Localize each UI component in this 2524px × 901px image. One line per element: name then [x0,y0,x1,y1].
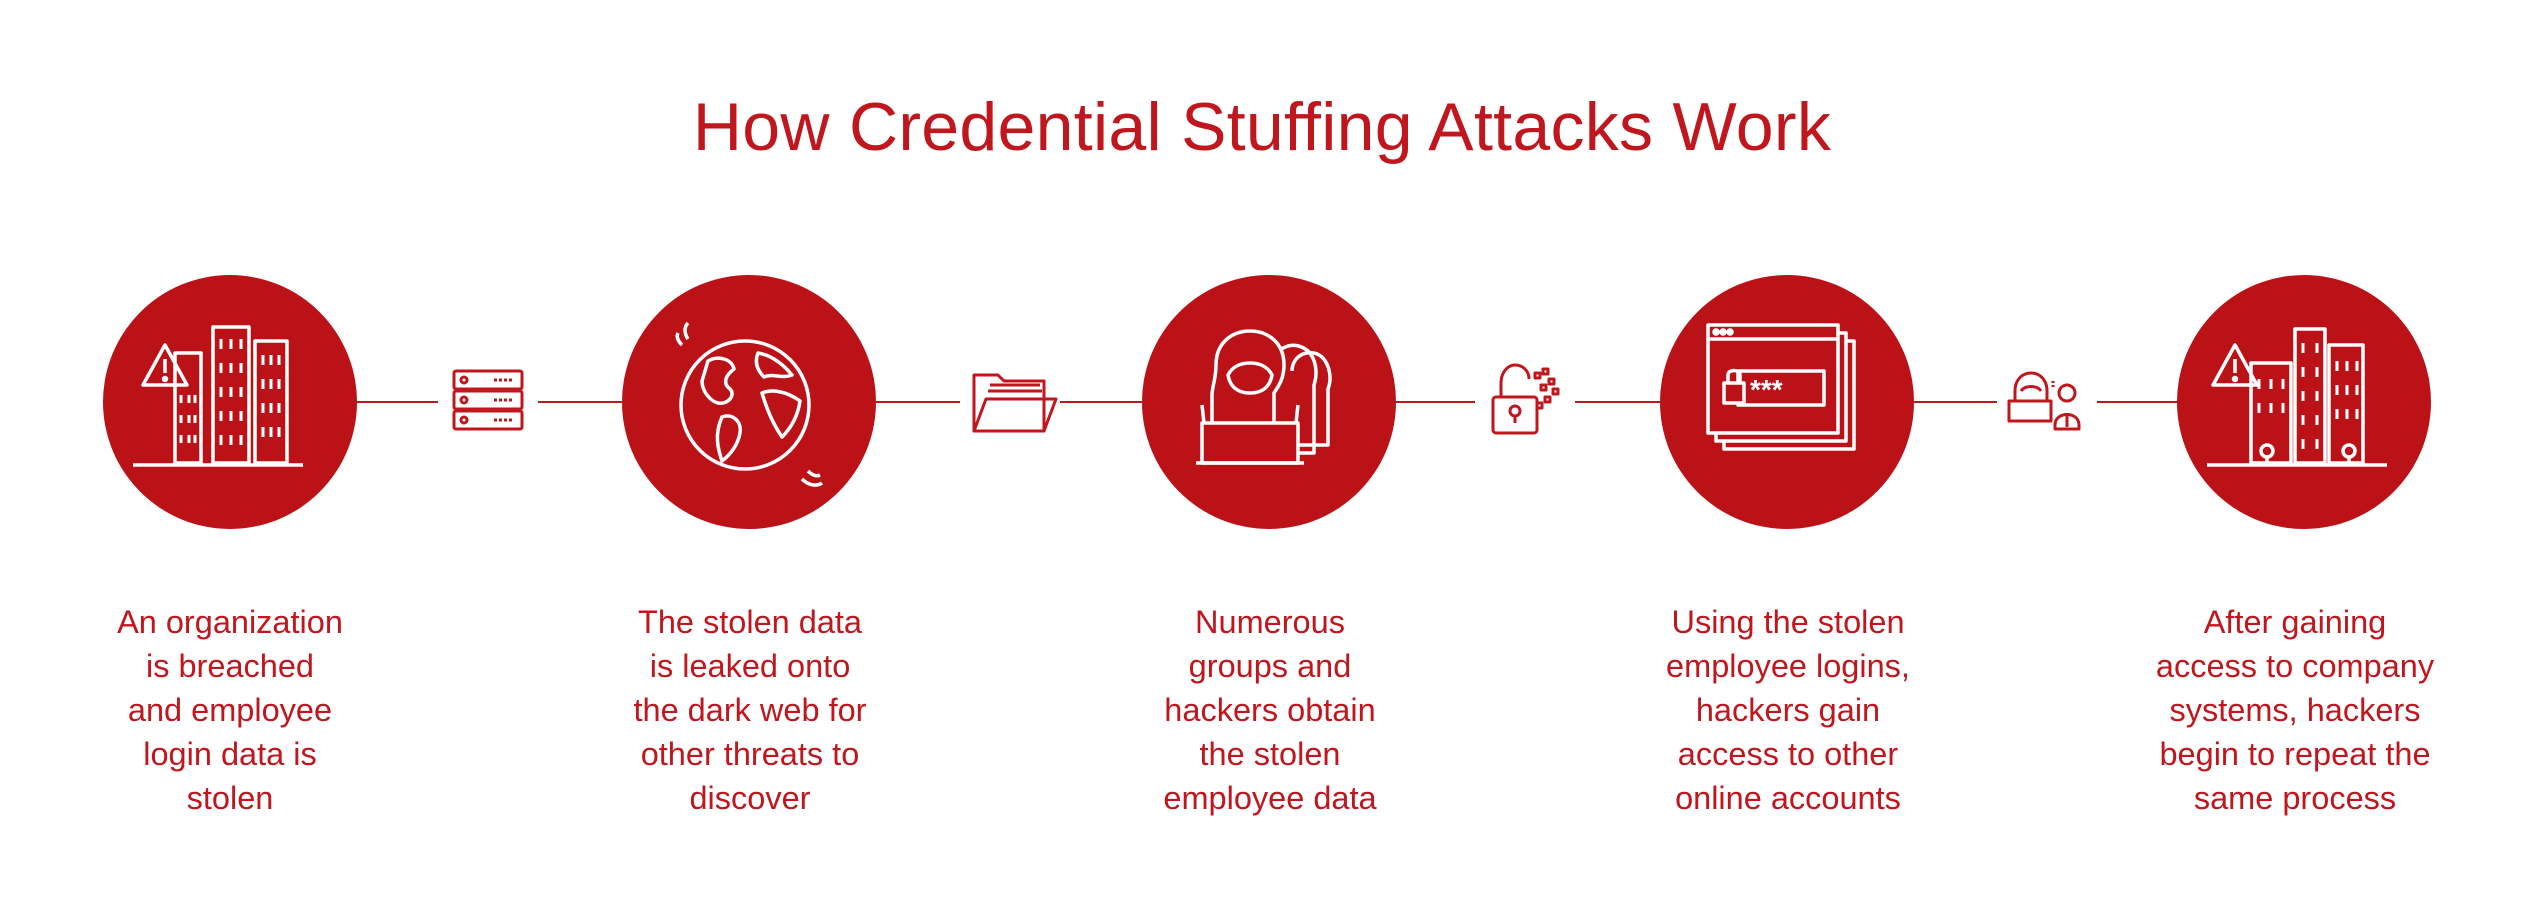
step-1-line-3: and employee [127,692,333,728]
password-window-icon: *** [1706,323,1856,451]
step-4-description: Using the stolen employee logins, hacker… [1628,600,1948,820]
step-1-description: An organization is breached and employee… [70,600,390,820]
step-5-line-4: begin to repeat the [2159,736,2431,772]
step-3-line-4: the stolen [1199,736,1341,772]
step-4-line-4: access to other [1677,736,1899,772]
step-5-line-1: After gaining [2203,604,2387,640]
step-1-line-1: An organization [117,604,343,640]
step-5-description: After gaining access to company systems,… [2135,600,2455,820]
step-1-line-2: is breached [145,648,315,684]
padlock-icon [1491,363,1560,435]
step-1-line-5: stolen [186,780,274,816]
step-4-line-3: hackers gain [1695,692,1881,728]
step-2-circle [622,275,876,529]
hacker-user-icon [2007,371,2081,431]
hacker-user-icon-box [1997,345,2097,455]
building-breach-icon [133,325,303,467]
step-4-line-1: Using the stolen [1671,604,1905,640]
step-2-description: The stolen data is leaked onto the dark … [590,600,910,820]
building-breach-icon [2207,327,2387,467]
svg-text:***: *** [1750,374,1783,405]
step-5-line-2: access to company [2155,648,2435,684]
step-5-line-5: same process [2193,780,2397,816]
server-icon [452,369,524,431]
step-3-line-2: groups and [1188,648,1352,684]
hacker-group-icon [1196,329,1332,465]
step-5-circle [2177,275,2431,529]
step-3-description: Numerous groups and hackers obtain the s… [1110,600,1430,820]
step-4-line-2: employee logins, [1666,648,1910,684]
step-3-line-1: Numerous [1195,604,1345,640]
step-2-line-4: other threats to [640,736,860,772]
diagram-title: How Credential Stuffing Attacks Work [692,89,1832,165]
step-2-line-1: The stolen data [637,604,863,640]
step-3-line-5: employee data [1163,780,1377,816]
server-icon-box [438,345,538,455]
folder-icon-box [960,345,1060,455]
step-2-line-3: the dark web for [633,692,867,728]
globe-icon [675,321,823,487]
step-4-circle: *** [1660,275,1914,529]
step-1-circle [103,275,357,529]
step-2-line-2: is leaked onto [649,648,851,684]
folder-icon [972,373,1058,433]
step-3-line-3: hackers obtain [1164,692,1376,728]
step-5-line-3: systems, hackers [2169,692,2421,728]
step-2-line-5: discover [689,780,811,816]
step-1-line-4: login data is [143,736,317,772]
padlock-icon-box [1475,345,1575,455]
step-3-circle [1142,275,1396,529]
step-4-line-5: online accounts [1675,780,1901,816]
